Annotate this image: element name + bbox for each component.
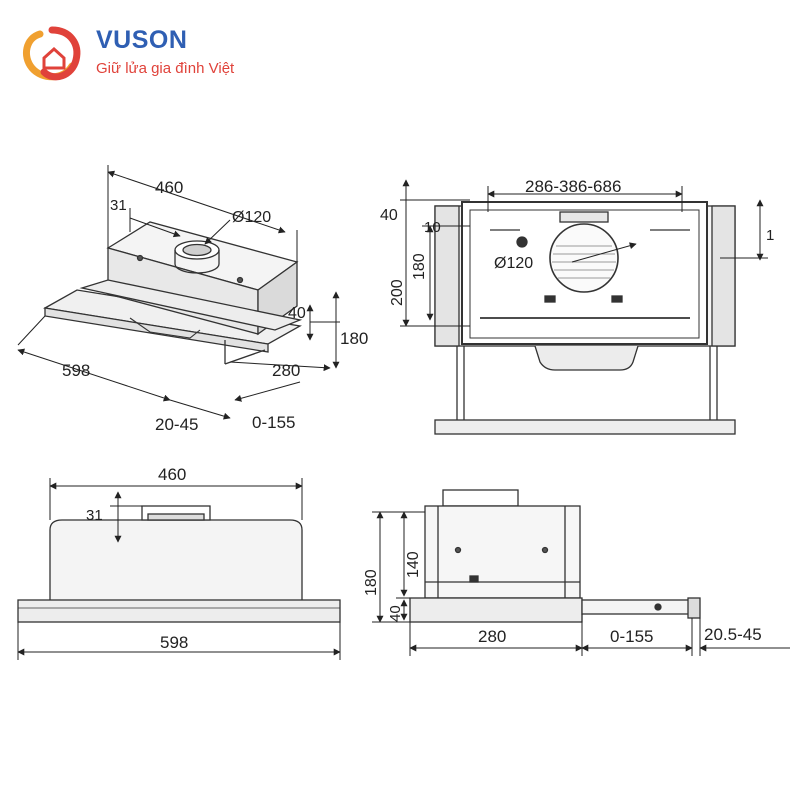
persp-duct-label: Ø120 (232, 209, 271, 226)
bottom-dimensions (400, 179, 768, 327)
side-depth-label: 280 (478, 627, 506, 646)
vuson-logo-icon (22, 26, 81, 81)
persp-depth-label: 280 (272, 361, 300, 380)
persp-collar-label: 31 (110, 197, 127, 214)
side-dimensions (372, 511, 790, 656)
front-width-label: 460 (158, 465, 186, 484)
side-visor-label: 20.5-45 (704, 625, 762, 644)
persp-total-height-label: 180 (340, 329, 368, 348)
side-view (409, 489, 701, 623)
persp-length-label: 598 (62, 361, 90, 380)
front-dimensions (17, 478, 341, 660)
bottom-offset-small-label: 10 (424, 219, 441, 236)
side-total-height-label: 180 (363, 569, 380, 596)
front-collar-label: 31 (86, 507, 103, 524)
side-extension-label: 0-155 (610, 627, 653, 646)
perspective-dimensions (17, 165, 340, 420)
bottom-view (434, 201, 736, 435)
persp-visor-label: 20-45 (155, 415, 198, 434)
bottom-height-b-label: 200 (389, 279, 406, 306)
brand-logo (18, 22, 258, 92)
perspective-view (43, 221, 303, 365)
persp-front-height-label: 40 (288, 305, 306, 322)
side-front-height-label: 40 (387, 605, 404, 622)
brand-slogan: Giữ lửa gia đình Việt (96, 60, 235, 77)
bottom-cutout-label: 286-386-686 (525, 177, 621, 196)
persp-width-label: 460 (155, 178, 183, 197)
persp-extension-label: 0-155 (252, 413, 295, 432)
side-body-height-label: 140 (405, 551, 422, 578)
bottom-duct-label: Ø120 (494, 255, 533, 272)
front-length-label: 598 (160, 633, 188, 652)
bottom-offset-top-label: 40 (380, 207, 398, 224)
front-view (17, 505, 341, 623)
bottom-height-a-label: 180 (411, 253, 428, 280)
brand-name: VUSON (96, 26, 188, 54)
bottom-side-mark-label: 1 (766, 227, 774, 244)
